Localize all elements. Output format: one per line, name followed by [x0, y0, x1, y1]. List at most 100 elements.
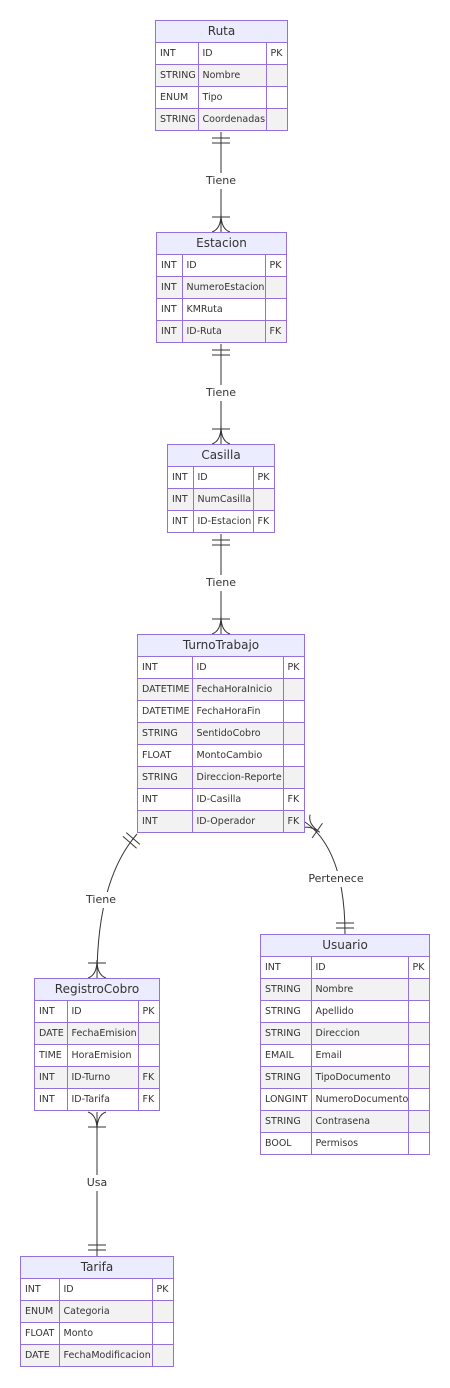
relationship-label: Tiene — [203, 575, 239, 591]
attr-name: ID — [197, 43, 266, 65]
attr-key — [265, 64, 287, 87]
attr-name: Email — [310, 1044, 408, 1067]
cardinality-bar — [311, 822, 323, 839]
attr-type: INT — [157, 298, 182, 321]
attr-type: STRING — [156, 64, 198, 87]
attr-key — [282, 678, 304, 701]
crow-foot — [87, 1111, 107, 1131]
attr-name: Nombre — [310, 978, 408, 1001]
attr-type: DATE — [21, 1344, 59, 1366]
attr-type: INT — [168, 488, 193, 511]
attr-type: STRING — [138, 766, 192, 789]
cardinality-one-marker — [336, 922, 354, 929]
relationship-label: Tiene — [203, 385, 239, 401]
cardinality-one-marker — [212, 137, 230, 144]
attr-key: PK — [252, 467, 274, 489]
attr-key: PK — [137, 1001, 159, 1023]
attr-type: TIME — [35, 1044, 67, 1067]
cardinality-many-marker — [87, 959, 107, 979]
attr-key: PK — [407, 957, 429, 979]
attr-name: TipoDocumento — [310, 1066, 408, 1089]
attr-key: FK — [282, 810, 304, 832]
relationship-label: Usa — [83, 1175, 111, 1191]
attr-type: DATE — [35, 1022, 67, 1045]
attr-key — [252, 488, 274, 511]
attr-type: INT — [25, 1284, 41, 1295]
attr-type: INT — [160, 48, 176, 59]
attr-type: STRING — [261, 1000, 311, 1023]
attr-type: INT — [35, 1088, 67, 1110]
attr-type: INT — [138, 810, 192, 832]
attr-name: Apellido — [310, 1000, 408, 1023]
attr-name: FechaHoraInicio — [191, 678, 283, 701]
attr-name: Permisos — [310, 1132, 408, 1154]
entity-title: Estacion — [157, 233, 286, 255]
attr-name: ID-Operador — [191, 810, 283, 832]
attr-name: Direccion-Reporte — [191, 766, 283, 789]
attr-key — [265, 86, 287, 109]
attr-key — [151, 1322, 173, 1345]
attr-key: PK — [282, 657, 304, 679]
attr-type: INT — [138, 788, 192, 811]
attr-key — [137, 1022, 159, 1045]
attr-name: Coordenadas — [197, 108, 266, 130]
attr-key — [282, 744, 304, 767]
attr-type: DATETIME — [138, 678, 192, 701]
attr-key: FK — [137, 1066, 159, 1089]
attr-type: STRING — [261, 1066, 311, 1089]
cardinality-one-marker — [122, 832, 141, 849]
attr-name: ID — [58, 1279, 152, 1301]
attr-type: INT — [39, 1006, 55, 1017]
attr-name: NumeroDocumento — [310, 1088, 408, 1111]
attr-name: HoraEmision — [66, 1044, 138, 1067]
relationship-label: Tiene — [83, 892, 119, 908]
relationship-label: Tiene — [203, 173, 239, 189]
entity-title: RegistroCobro — [35, 979, 159, 1001]
attr-type: INT — [35, 1066, 67, 1089]
attr-type: STRING — [261, 978, 311, 1001]
attr-type: BOOL — [261, 1132, 311, 1154]
attr-name: Direccion — [310, 1022, 408, 1045]
attr-name: KMRuta — [181, 298, 265, 321]
attr-name: Categoria — [58, 1300, 152, 1323]
attr-key — [264, 276, 286, 299]
attr-key — [282, 722, 304, 745]
attr-name: ID-Turno — [66, 1066, 138, 1089]
attr-type: STRING — [138, 722, 192, 745]
cardinality-one-marker — [212, 539, 230, 546]
attr-name: ID — [66, 1001, 138, 1023]
attr-key — [151, 1300, 173, 1323]
attr-type: INT — [161, 260, 177, 271]
attr-type: DATETIME — [138, 700, 192, 723]
attr-key — [407, 1000, 429, 1023]
attr-name: ID-Estacion — [192, 510, 253, 532]
attr-name: NumeroEstacion — [181, 276, 265, 299]
attr-key — [407, 1132, 429, 1154]
